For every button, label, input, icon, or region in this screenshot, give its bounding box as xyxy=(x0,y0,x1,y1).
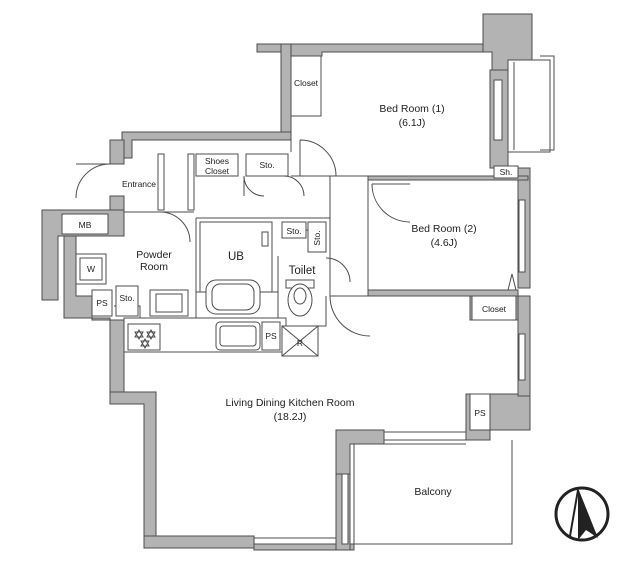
windows xyxy=(253,55,555,545)
shoes-closet-label-line2: Closet xyxy=(205,166,230,176)
powder-room-label-line1: Powder xyxy=(136,249,172,261)
toilet-label: Toilet xyxy=(289,265,317,277)
bedroom1-name: Bed Room (1) xyxy=(379,103,444,115)
mb-label: MB xyxy=(79,220,92,230)
room-labels: Bed Room (1) (6.1J) Bed Room (2) (4.6J) … xyxy=(122,103,477,498)
bedroom2-name: Bed Room (2) xyxy=(411,223,476,235)
refrigerator-label: R xyxy=(297,338,303,348)
ldk-name: Living Dining Kitchen Room xyxy=(226,397,355,409)
bedroom2-size: (4.6J) xyxy=(431,237,458,249)
ps-kitchen-label: PS xyxy=(265,331,277,341)
balcony-label: Balcony xyxy=(414,486,452,498)
washer-label: W xyxy=(87,264,95,274)
closet-bed1-label: Closet xyxy=(294,78,319,88)
fixtures xyxy=(61,55,519,431)
shoes-closet-label-line1: Shoes xyxy=(205,156,229,166)
closet-bed2-label: Closet xyxy=(482,304,507,314)
sto-ub-label: Sto. xyxy=(286,226,301,236)
entrance-label: Entrance xyxy=(122,179,156,189)
north-compass-icon xyxy=(554,486,610,542)
storage-labels: Closet Closet Shoes Closet Sto. Sto. Sto… xyxy=(79,78,513,418)
unit-bath-label: UB xyxy=(228,251,244,263)
cooktop-icon xyxy=(127,323,161,351)
sto-powder-label: Sto. xyxy=(119,293,134,303)
sto-toilet-label: Sto. xyxy=(312,230,322,245)
ldk-size: (18.2J) xyxy=(274,411,307,423)
bedroom1-size: (6.1J) xyxy=(399,117,426,129)
ps-powder-label: PS xyxy=(96,298,108,308)
sh-label: Sh. xyxy=(500,167,513,177)
sto-hall-label: Sto. xyxy=(259,160,274,170)
powder-room-label-line2: Room xyxy=(140,261,168,273)
ps-ldk-label: PS xyxy=(474,408,486,418)
door-swings xyxy=(75,139,411,337)
